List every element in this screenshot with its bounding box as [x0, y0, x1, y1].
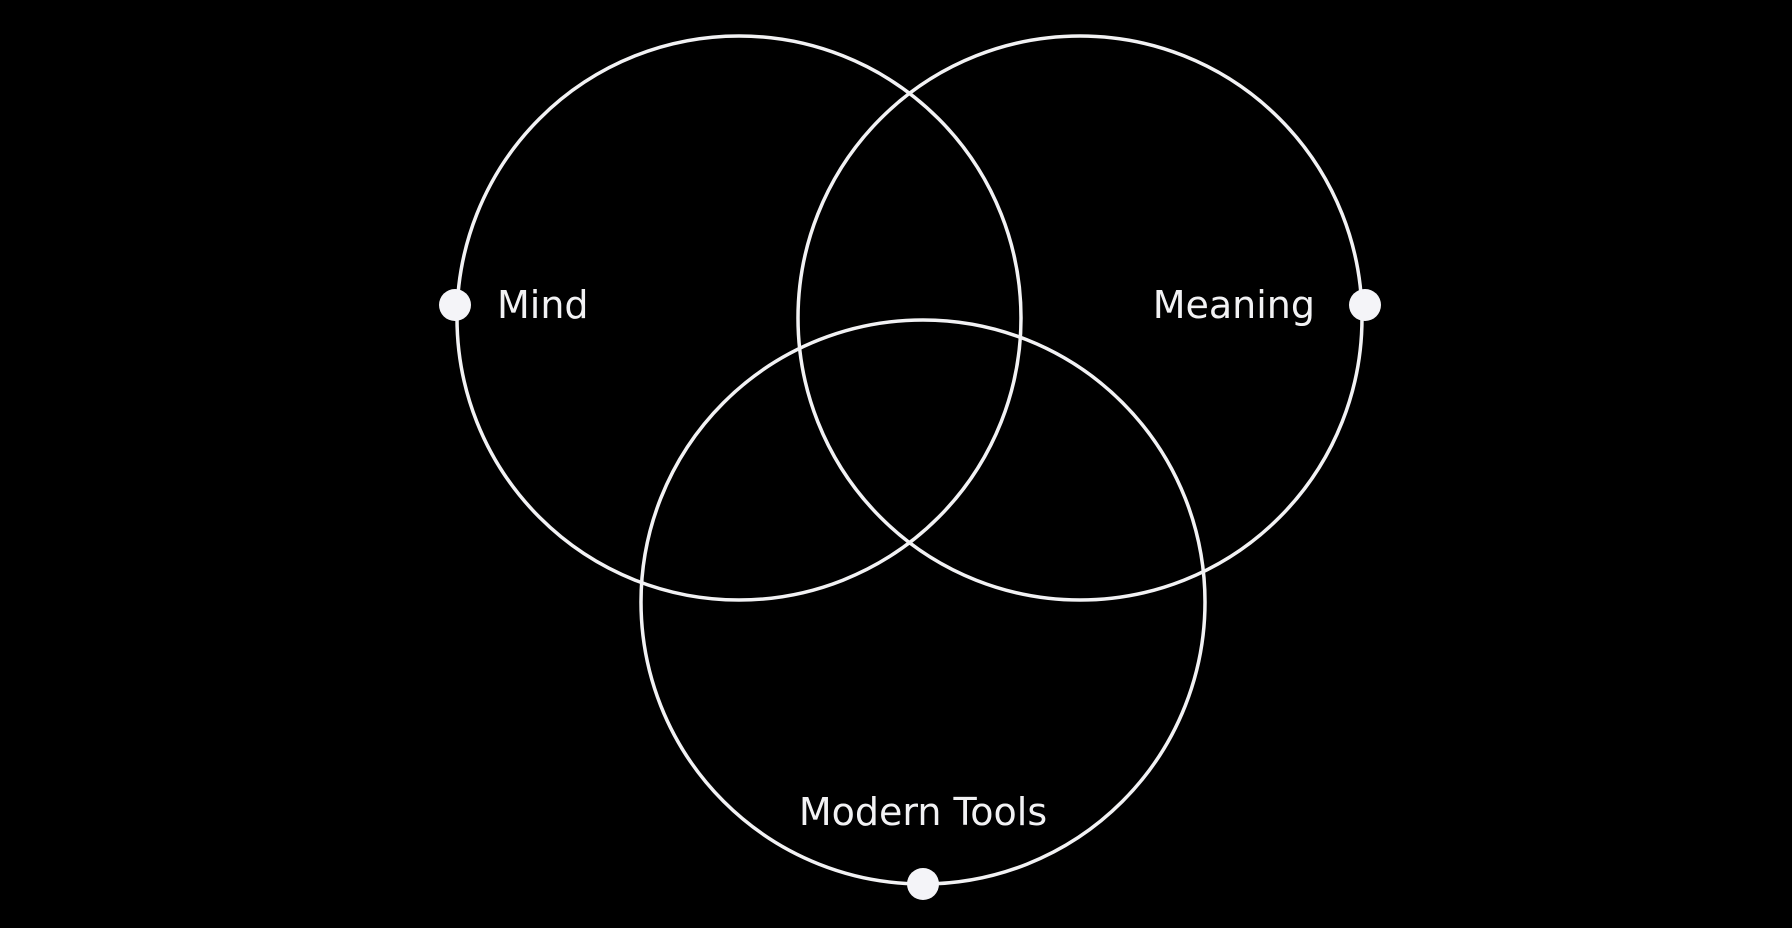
- modern-tools-anchor-dot: [907, 868, 939, 900]
- mind-anchor-dot: [439, 289, 471, 321]
- meaning-label: Meaning: [1153, 283, 1315, 327]
- meaning-anchor-dot: [1349, 289, 1381, 321]
- mind-label: Mind: [497, 283, 589, 327]
- modern-tools-label: Modern Tools: [799, 790, 1047, 834]
